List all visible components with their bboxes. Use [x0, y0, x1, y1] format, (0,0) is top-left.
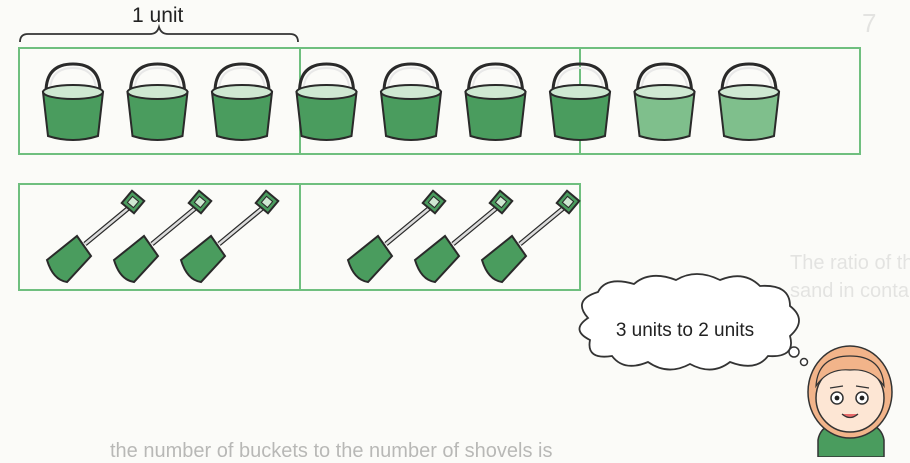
- spade-row: [18, 183, 581, 291]
- ghost-question-number: 7: [862, 8, 877, 38]
- bucket-icon: [210, 62, 274, 141]
- spade-icon: [45, 189, 146, 284]
- speech-bubble-text: 3 units to 2 units: [615, 320, 755, 341]
- bucket-icon: [717, 62, 781, 141]
- ghost-text-line-1: The ratio of the volume of sand in conta…: [790, 252, 910, 274]
- spade-icon: [179, 189, 280, 284]
- spade-icon: [413, 189, 514, 284]
- speech-bubble: [578, 273, 809, 371]
- ghost-text-line-2: sand in container B is: [790, 280, 910, 302]
- unit-brace: [19, 23, 299, 43]
- spade-icon: [480, 189, 581, 284]
- unit-label: 1 unit: [132, 4, 184, 27]
- girl-character: [807, 345, 893, 457]
- bucket-icon: [379, 62, 443, 141]
- bucket-icon: [464, 62, 527, 141]
- bucket-icon: [41, 62, 105, 141]
- bucket-icon: [548, 62, 612, 141]
- bucket-icon: [295, 62, 358, 141]
- bucket-icon: [126, 62, 189, 141]
- bucket-row: [18, 47, 861, 155]
- spade-icon: [346, 189, 447, 284]
- bucket-icon: [633, 62, 696, 141]
- spade-icon: [112, 189, 213, 284]
- spade-unit-2-frame: [299, 183, 581, 291]
